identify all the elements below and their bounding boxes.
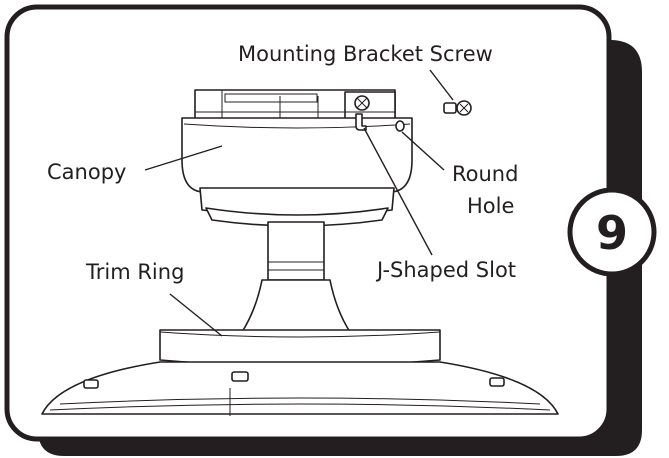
leader-mounting-bracket-screw bbox=[429, 69, 454, 101]
label-j-shaped-slot: J-Shaped Slot bbox=[375, 258, 516, 282]
loose-screw bbox=[443, 100, 472, 116]
step-badge-circle bbox=[567, 187, 657, 277]
j-slot-shape bbox=[355, 113, 367, 131]
round-hole-shape bbox=[395, 120, 405, 132]
leader-canopy bbox=[144, 145, 223, 171]
bracket-screw-installed bbox=[354, 95, 370, 111]
label-round-hole-line1: Round bbox=[452, 162, 518, 186]
fan-illustration bbox=[41, 89, 559, 416]
label-round-hole-line2: Hole bbox=[467, 194, 514, 218]
leader-round-hole bbox=[401, 131, 445, 171]
downrod bbox=[267, 221, 325, 281]
step-badge: 9 bbox=[567, 187, 657, 277]
label-trim-ring: Trim Ring bbox=[85, 260, 184, 284]
trim-ring-part bbox=[159, 329, 441, 367]
step-number: 9 bbox=[596, 206, 628, 260]
fan-base bbox=[41, 361, 559, 416]
canopy-body bbox=[181, 117, 413, 227]
label-mounting-bracket-screw: Mounting Bracket Screw bbox=[238, 42, 493, 66]
label-canopy: Canopy bbox=[47, 160, 126, 184]
leader-trim-ring bbox=[169, 293, 223, 337]
leader-j-shaped-slot bbox=[363, 127, 433, 256]
